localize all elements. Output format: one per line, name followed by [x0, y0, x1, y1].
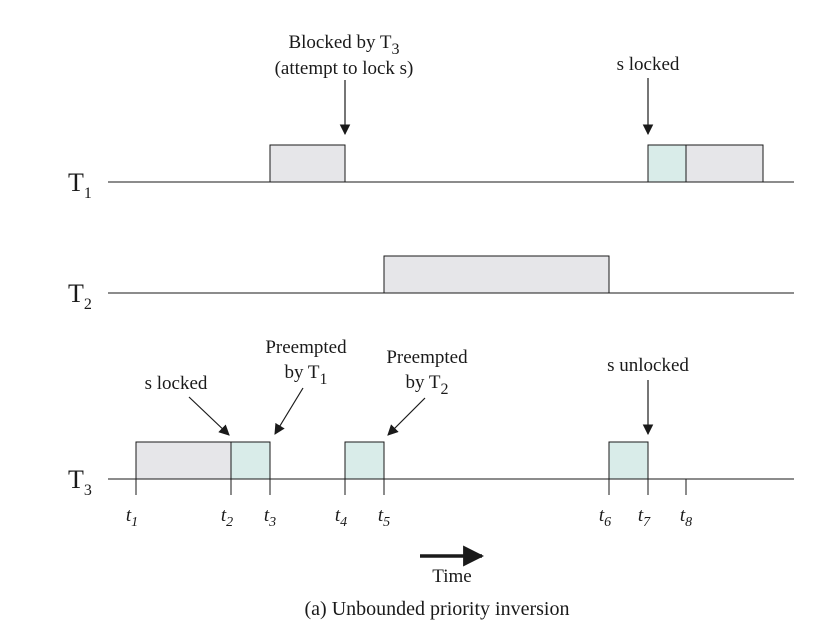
block-t1-t7-t8: [647, 144, 687, 183]
tick-label-t3: t3: [264, 505, 276, 530]
tick-label-t7: t7: [638, 505, 651, 530]
annotation-s-locked-t1: s locked: [617, 54, 680, 75]
annotation-blocked-line1: Blocked by T3: [288, 32, 399, 58]
block-t1-t3-t4: [269, 144, 346, 183]
arrow-preempted-t2: [387, 397, 426, 436]
tick-label-t4: t4: [335, 505, 347, 530]
block-t3-t1-t2: [135, 441, 232, 480]
time-label: Time: [432, 566, 471, 587]
arrow-s-locked-t3: [188, 396, 230, 436]
execution-blocks: [135, 144, 764, 480]
block-t3-t6-t7: [608, 441, 649, 480]
annotation-preempted-t1-line2: by T1: [284, 362, 327, 388]
tick-label-t5: t5: [378, 505, 390, 530]
annotation-preempted-t2-line1: Preempted: [386, 347, 468, 368]
annotation-s-unlocked: s unlocked: [607, 355, 689, 376]
block-t3-t2-t3: [230, 441, 271, 480]
annotation-preempted-t1-line1: Preempted: [265, 337, 347, 358]
annotation-s-locked-t3: s locked: [145, 373, 208, 394]
row-label-t3: T3: [68, 465, 92, 499]
annotation-blocked-line2: (attempt to lock s): [275, 58, 414, 79]
annotation-preempted-t2-line2: by T2: [405, 372, 448, 398]
block-t1-t8-end: [685, 144, 764, 183]
block-t2-t5-t6: [383, 255, 610, 294]
tick-label-t2: t2: [221, 505, 233, 530]
row-label-t2: T2: [68, 279, 92, 313]
arrow-preempted-t1: [274, 387, 304, 435]
tick-label-t8: t8: [680, 505, 692, 530]
row-label-t1: T1: [68, 168, 92, 202]
tick-label-t1: t1: [126, 505, 138, 530]
tick-label-t6: t6: [599, 505, 611, 530]
diagram-caption: (a) Unbounded priority inversion: [305, 598, 570, 620]
block-t3-t4-t5: [344, 441, 385, 480]
time-ticks: t1 t2 t3 t4 t5 t6 t7 t8: [126, 479, 692, 530]
